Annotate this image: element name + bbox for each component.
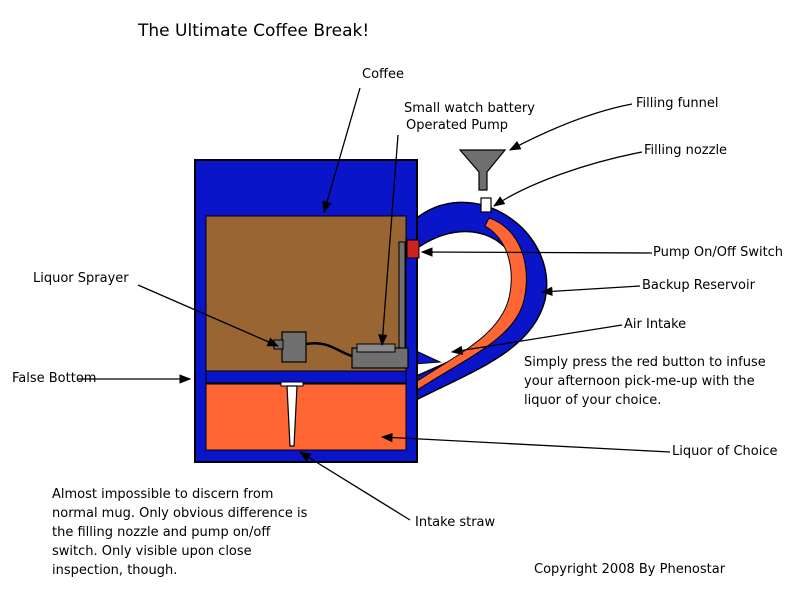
arrow-pump (378, 134, 399, 347)
leader-arrows (78, 87, 671, 521)
arrow-reservoir (540, 285, 641, 297)
disclaimer-line: normal mug. Only obvious difference is (52, 506, 308, 521)
label-pump-switch: Pump On/Off Switch (653, 245, 784, 260)
pump-switch (406, 239, 420, 259)
label-liquor-of-choice: Liquor of Choice (672, 444, 778, 459)
arrow-funnel (508, 103, 633, 151)
copyright-text: Copyright 2008 By Phenostar (534, 562, 726, 577)
filling-nozzle (480, 197, 492, 213)
arrow-air (450, 324, 623, 355)
arrow-nozzle (493, 151, 643, 207)
arrow-liquor (380, 432, 671, 453)
disclaimer-line: inspection, though. (52, 563, 178, 578)
arrow-switch (420, 247, 653, 257)
sprayer-hose (305, 341, 353, 358)
label-filling-funnel: Filling funnel (636, 96, 719, 111)
diagram-title: The Ultimate Coffee Break! (138, 21, 370, 41)
disclaimer-note: Almost impossible to discern from normal… (52, 485, 307, 580)
label-pump-line2: Operated Pump (406, 118, 509, 133)
arrow-sprayer (137, 284, 280, 347)
instructions-line: Simply press the red button to infuse (524, 355, 766, 370)
instructions-note: Simply press the red button to infuse yo… (524, 353, 766, 410)
arrow-coffee (322, 87, 361, 214)
disclaimer-line: the filling nozzle and pump on/off (52, 525, 271, 540)
intake-straw (286, 385, 298, 447)
label-coffee: Coffee (362, 67, 404, 82)
label-backup-reservoir: Backup Reservoir (642, 278, 755, 293)
label-intake-straw: Intake straw (415, 515, 496, 530)
instructions-line: your afternoon pick-me-up with the (524, 374, 755, 389)
liquor-sprayer (281, 331, 307, 363)
label-liquor-sprayer: Liquor Sprayer (33, 271, 129, 286)
disclaimer-line: switch. Only visible upon close (52, 544, 252, 559)
label-air-intake: Air Intake (624, 317, 687, 332)
label-pump-line1: Small watch battery (404, 101, 535, 116)
false-bottom (205, 370, 407, 384)
label-false-bottom: False Bottom (12, 371, 97, 386)
arrow-straw (299, 451, 411, 521)
liquor-fill (205, 383, 407, 451)
pump-battery (356, 343, 396, 353)
label-filling-nozzle: Filling nozzle (644, 143, 728, 158)
instructions-line: liquor of your choice. (524, 393, 662, 408)
pump-tube (398, 241, 406, 361)
disclaimer-line: Almost impossible to discern from (52, 487, 274, 502)
filling-funnel (458, 149, 507, 191)
